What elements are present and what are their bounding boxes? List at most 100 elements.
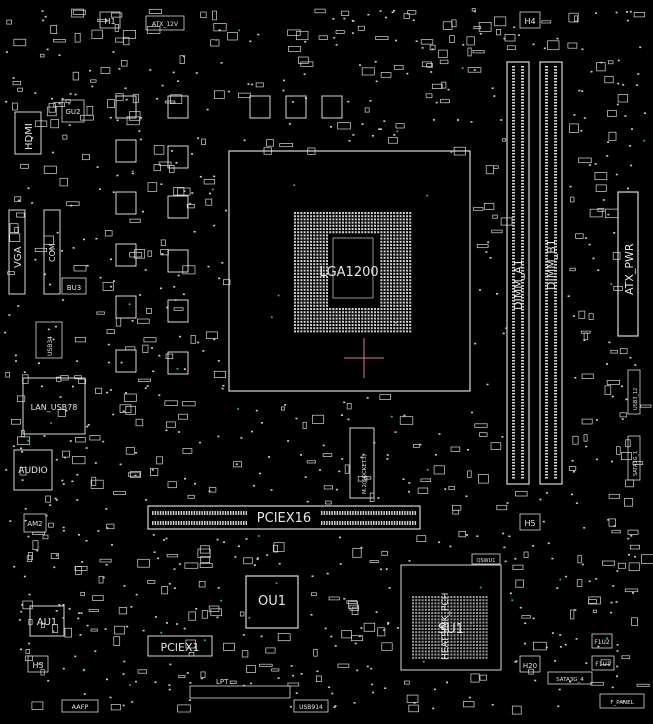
vrm-choke	[115, 243, 137, 267]
dimm-pin	[545, 189, 548, 191]
cpu-pad	[396, 266, 399, 269]
cpu-pad	[300, 324, 303, 326]
f-panel-header[interactable]	[599, 693, 645, 709]
pad	[547, 542, 550, 545]
cpu-pad	[329, 228, 332, 230]
cpu-pad	[297, 330, 300, 333]
cpu-pad	[313, 215, 316, 218]
cpu-pad	[399, 263, 402, 266]
pad	[335, 488, 338, 491]
atx-pwr-connector[interactable]	[617, 191, 639, 337]
pad	[433, 688, 436, 691]
pcie-pin	[211, 521, 214, 525]
pad	[69, 440, 72, 442]
cpu-socket-outline[interactable]	[228, 150, 471, 392]
cpu-pad	[396, 311, 399, 314]
cpu-pad	[294, 304, 296, 307]
cpu-pad	[338, 308, 341, 310]
lpt-header[interactable]	[189, 685, 291, 699]
m2-socket[interactable]	[349, 427, 375, 499]
dimm-pin	[512, 336, 515, 338]
aafp-header[interactable]	[61, 699, 99, 713]
pad	[551, 632, 554, 634]
hdmi-port[interactable]	[14, 111, 42, 155]
cpu-pad	[306, 295, 309, 298]
dimm-pin	[512, 375, 515, 377]
pad	[366, 665, 369, 668]
pad	[223, 541, 225, 543]
dimm-pin	[554, 477, 557, 479]
audio-jack[interactable]	[13, 449, 53, 491]
dimm-pin	[512, 126, 515, 128]
cpu-pad	[329, 327, 332, 330]
component	[198, 580, 206, 588]
pch-pad	[469, 647, 472, 650]
pch-pad	[466, 615, 469, 618]
qsw-chip[interactable]	[471, 553, 501, 565]
component	[493, 165, 499, 169]
pad	[130, 606, 133, 608]
atx-12v-connector[interactable]	[145, 15, 185, 31]
com-header[interactable]	[43, 209, 61, 295]
f1u2-chip[interactable]	[591, 633, 613, 649]
cpu-pad	[297, 269, 300, 272]
dimm-a1-slot[interactable]	[506, 61, 530, 485]
cpu-pad	[294, 320, 296, 323]
dimm-pin	[512, 189, 515, 191]
cpu-pad	[396, 221, 399, 224]
cpu-pad	[294, 244, 296, 246]
dimm-pin	[521, 444, 524, 446]
f1u1-chip[interactable]	[591, 655, 615, 671]
dimm-pin	[512, 384, 515, 386]
pad	[83, 238, 85, 241]
pad	[109, 696, 112, 699]
dimm-b1-slot[interactable]	[539, 61, 563, 485]
sata-3-4-connector[interactable]	[547, 671, 593, 685]
cpu-pad	[390, 266, 392, 269]
usb34-header[interactable]	[35, 321, 63, 359]
cpu-pad	[383, 218, 386, 221]
pad	[473, 69, 476, 71]
pciex1-slot[interactable]	[147, 635, 213, 657]
pciex16-slot[interactable]	[147, 505, 421, 530]
pch-pad	[428, 612, 430, 614]
au1-chip[interactable]	[29, 605, 65, 637]
cpu-pad	[294, 266, 296, 269]
dimm-pin	[512, 225, 515, 227]
pch-pad	[428, 618, 430, 621]
pcie-pin	[201, 521, 203, 525]
pad	[110, 258, 112, 261]
dimm-pin	[554, 81, 557, 83]
pad	[34, 258, 37, 261]
gu2-chip[interactable]	[61, 99, 85, 123]
cpu-pad	[358, 330, 360, 333]
dimm-pin	[554, 234, 557, 236]
dimm-pin	[545, 207, 548, 209]
lan-usb78-port[interactable]	[22, 377, 86, 435]
pch-pad	[424, 647, 427, 650]
usb-12-header[interactable]	[627, 369, 641, 415]
cpu-pad	[399, 292, 402, 294]
pad	[449, 545, 452, 548]
pad	[135, 593, 138, 596]
cpu-pad	[406, 324, 408, 326]
dimm-pin	[521, 381, 524, 383]
cpu-pad	[354, 212, 357, 214]
dimm-pin	[521, 312, 524, 314]
ou1-chip[interactable]	[245, 575, 299, 629]
dimm-pin	[554, 183, 557, 185]
pch-pad	[453, 602, 456, 605]
dimm-pin	[512, 288, 515, 290]
pad	[571, 460, 574, 462]
usb914-header[interactable]	[293, 699, 329, 713]
cpu-pad	[386, 314, 389, 317]
pch-pad	[447, 650, 450, 653]
sata-1-connector[interactable]	[627, 435, 641, 481]
am2-chip[interactable]	[23, 513, 47, 533]
pcie-pin	[178, 521, 180, 525]
component	[238, 92, 251, 99]
component	[471, 8, 476, 12]
vga-port[interactable]	[8, 209, 26, 295]
bu3-chip[interactable]	[61, 277, 87, 295]
pad	[87, 424, 90, 426]
